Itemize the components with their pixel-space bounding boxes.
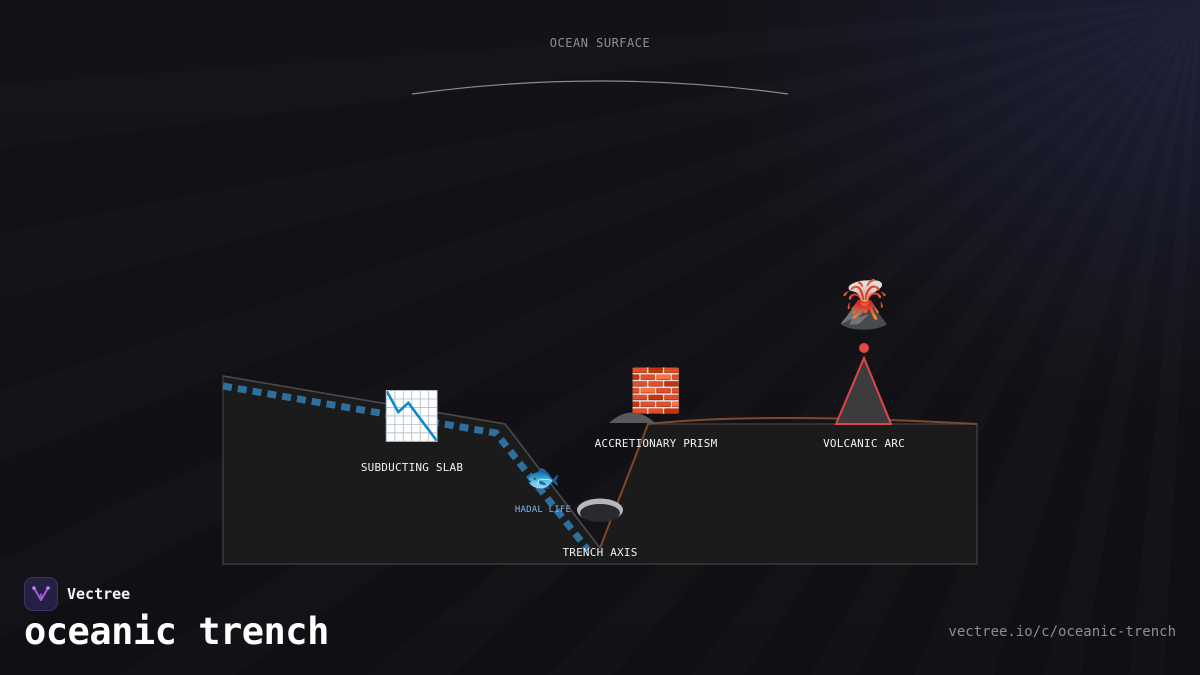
brick-icon: 🧱	[629, 366, 683, 415]
ocean-surface-label: OCEAN SURFACE	[549, 36, 651, 50]
page-title: oceanic trench	[24, 610, 329, 653]
volcano-icon: 🌋	[835, 277, 893, 331]
chart-decreasing-icon: 📉	[382, 389, 442, 444]
trench-axis-hole-inner	[580, 504, 620, 522]
volcanic-arc-label: VOLCANIC ARC	[823, 437, 905, 450]
subducting-slab-label: SUBDUCTING SLAB	[360, 461, 464, 474]
overriding-plate-edge	[599, 417, 978, 549]
accretionary-prism-label: ACCRETIONARY PRISM	[594, 437, 718, 450]
fish-icon: 🐟	[525, 461, 561, 494]
brand-name: Vectree	[67, 585, 131, 603]
ocean-surface-line	[411, 80, 789, 95]
trench-axis-label: TRENCH AXIS	[562, 546, 638, 559]
magma-dot	[859, 343, 869, 353]
volcano-cone	[834, 355, 893, 425]
slab-top-edge	[222, 375, 601, 549]
vectree-logo-icon	[24, 577, 58, 611]
hadal-life-label: HADAL LIFE	[514, 505, 572, 515]
subducting-slab-path	[222, 382, 591, 553]
accretionary-prism-wedge	[609, 412, 655, 423]
brand[interactable]: Vectree	[24, 577, 130, 611]
page-url[interactable]: vectree.io/c/oceanic-trench	[948, 624, 1176, 640]
